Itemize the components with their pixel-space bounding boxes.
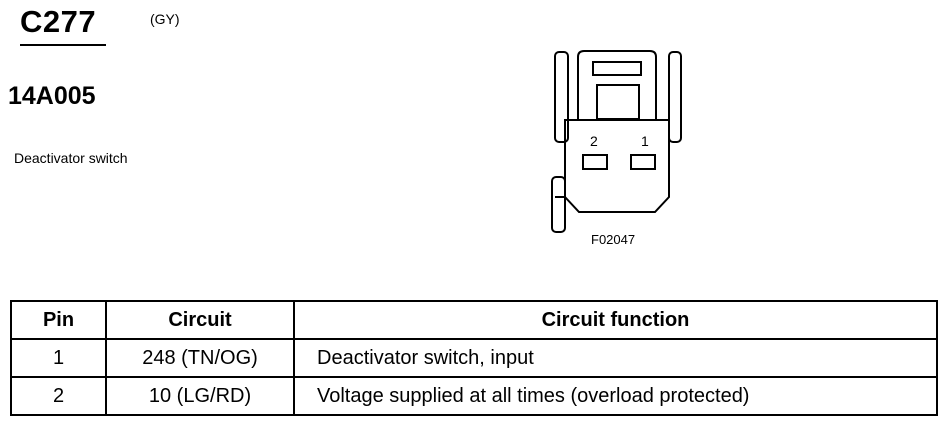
pinout-table: Pin Circuit Circuit function 1 248 (TN/O… bbox=[10, 300, 938, 416]
cell-function: Voltage supplied at all times (overload … bbox=[293, 376, 938, 416]
cell-function: Deactivator switch, input bbox=[293, 338, 938, 378]
connector-body bbox=[564, 119, 670, 213]
pin-label-1: 1 bbox=[641, 133, 649, 149]
table-row: 1 248 (TN/OG) Deactivator switch, input bbox=[10, 338, 938, 378]
cell-circuit: 248 (TN/OG) bbox=[105, 338, 295, 378]
header-circuit-function: Circuit function bbox=[293, 300, 938, 340]
lower-lock-tab bbox=[551, 176, 566, 233]
left-latch-arm bbox=[554, 51, 569, 143]
title-underline bbox=[20, 44, 106, 46]
latch-bar bbox=[592, 61, 642, 76]
table-row: 2 10 (LG/RD) Voltage supplied at all tim… bbox=[10, 376, 938, 416]
connector-color-code: (GY) bbox=[150, 11, 180, 27]
header-pin: Pin bbox=[10, 300, 107, 340]
connector-face-diagram: 2 1 bbox=[551, 50, 682, 233]
cell-pin: 1 bbox=[10, 338, 107, 378]
figure-id: F02047 bbox=[591, 232, 636, 247]
part-number: 14A005 bbox=[8, 82, 96, 110]
cell-pin: 2 bbox=[10, 376, 107, 416]
pin-cavity-2 bbox=[582, 154, 608, 170]
pin-cavity-1 bbox=[630, 154, 656, 170]
component-description: Deactivator switch bbox=[14, 150, 128, 166]
header-circuit: Circuit bbox=[105, 300, 295, 340]
table-header-row: Pin Circuit Circuit function bbox=[10, 300, 938, 340]
connector-id: C277 bbox=[20, 4, 97, 39]
pin-label-2: 2 bbox=[590, 133, 598, 149]
latch-frame bbox=[577, 50, 657, 120]
right-latch-arm bbox=[668, 51, 682, 143]
latch-window bbox=[596, 84, 640, 120]
cell-circuit: 10 (LG/RD) bbox=[105, 376, 295, 416]
